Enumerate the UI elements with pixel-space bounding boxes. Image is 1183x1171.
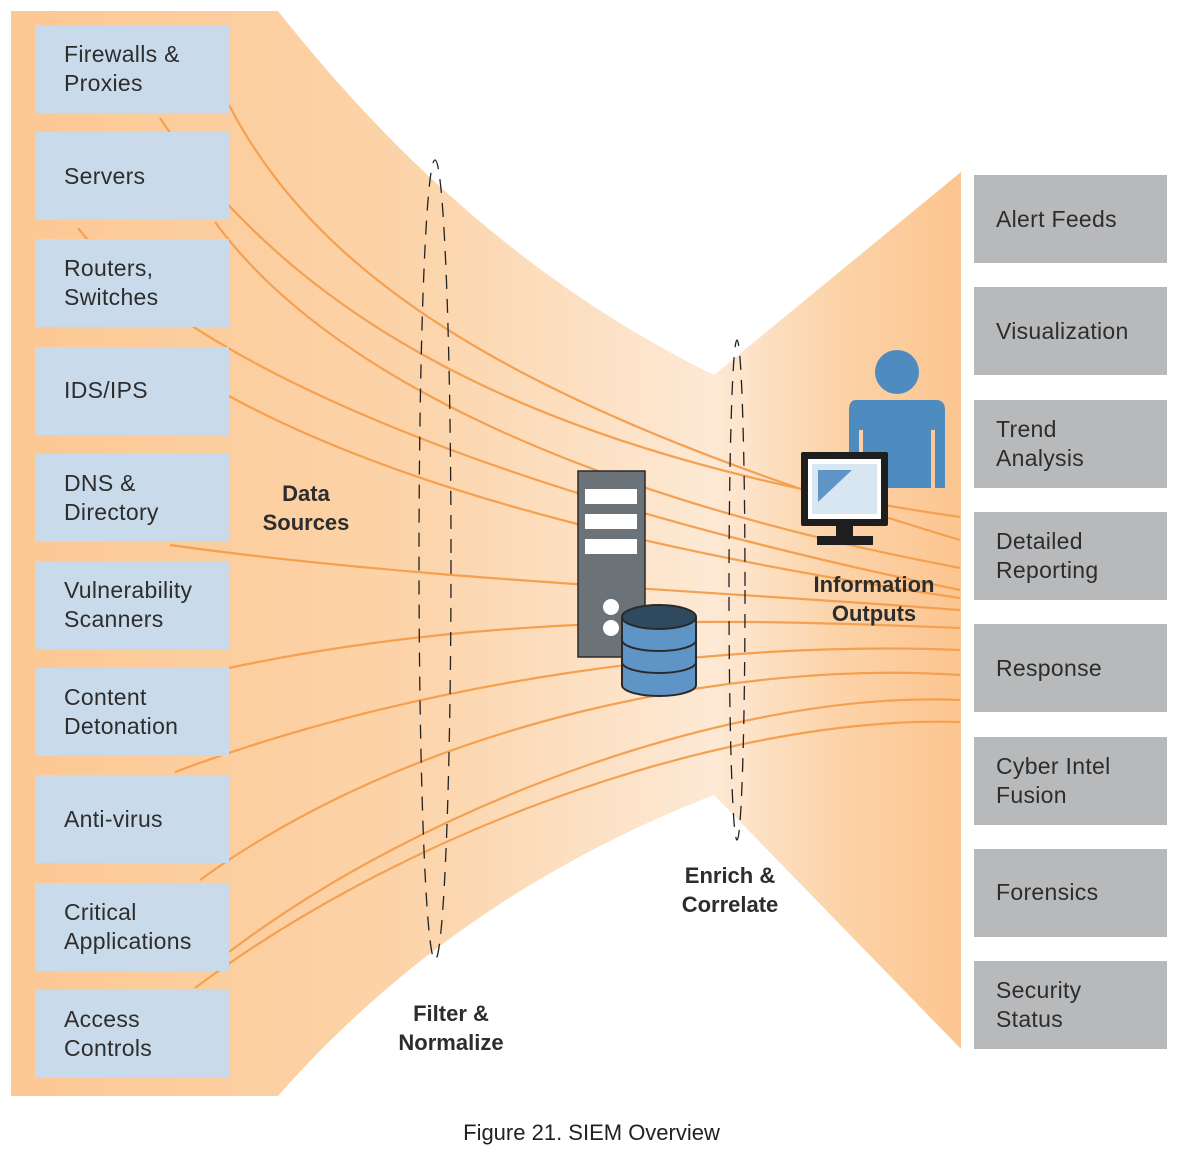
source-box-label: Vulnerability: [64, 577, 193, 603]
output-box-visualization: Visualization: [974, 287, 1167, 376]
output-box-forensics: Forensics: [974, 848, 1167, 937]
output-box-label: Visualization: [996, 317, 1129, 344]
output-box-label: Fusion: [996, 781, 1067, 808]
output-box-label: Status: [996, 1006, 1064, 1033]
flow-line: [228, 104, 961, 542]
output-box-label: Cyber Intel: [996, 752, 1111, 779]
information-outputs-label: Information Outputs: [813, 572, 935, 626]
enrich-correlate-ellipse: [728, 339, 746, 841]
source-box-label: Content: [64, 684, 147, 711]
output-box-label: Detailed: [996, 527, 1083, 554]
source-box-label: Directory: [64, 498, 159, 525]
source-box-label: Servers: [64, 162, 146, 189]
flow-line: [199, 671, 961, 881]
flow-line: [228, 395, 961, 600]
source-box-label: Proxies: [64, 70, 143, 96]
output-box-response: Response: [974, 624, 1167, 713]
output-box-alert-feeds: Alert Feeds: [974, 175, 1167, 263]
source-box-label: Applications: [64, 927, 192, 954]
monitor-icon: [801, 452, 888, 545]
source-box-label: Scanners: [64, 606, 164, 632]
data-sources-label: Data Sources: [262, 481, 350, 535]
source-box-servers: Servers: [35, 132, 229, 221]
output-box-label: Analysis: [996, 444, 1085, 471]
source-box-label: Controls: [64, 1034, 153, 1061]
source-box-label: Critical: [64, 898, 137, 925]
flow-line: [194, 720, 961, 989]
flow-line: [174, 647, 961, 774]
source-box-routers-switches: Routers,Switches: [35, 239, 229, 328]
flow-line: [169, 543, 961, 612]
source-box-label: Detonation: [64, 713, 179, 740]
filter-normalize-label: Filter & Normalize: [398, 1001, 504, 1055]
output-box-label: Alert Feeds: [996, 205, 1117, 232]
flow-line: [214, 221, 961, 570]
source-box-ids-ips: IDS/IPS: [35, 346, 229, 435]
source-box-dns-directory: DNS &Directory: [35, 453, 229, 542]
source-box-anti-virus: Anti-virus: [35, 775, 229, 864]
source-box-label: Anti-virus: [64, 805, 163, 832]
output-box-label: Forensics: [996, 879, 1099, 906]
output-box-label: Reporting: [996, 556, 1099, 583]
figure-caption: Figure 21. SIEM Overview: [463, 1120, 720, 1145]
output-box-label: Response: [996, 654, 1102, 681]
source-box-label: IDS/IPS: [64, 377, 148, 404]
source-box-label: DNS &: [64, 469, 136, 496]
source-box-label: Routers,: [64, 255, 154, 282]
enrich-correlate-label: Enrich & Correlate: [681, 863, 779, 917]
output-box-label: Trend: [996, 415, 1057, 442]
source-box-firewalls-proxies: Firewalls & Proxies: [35, 25, 229, 113]
server-icon: [577, 470, 646, 658]
source-box-label: Firewalls &: [64, 41, 180, 67]
output-box-label: Security: [996, 977, 1082, 1004]
filter-normalize-ellipse: [418, 159, 452, 961]
database-icon: [621, 604, 697, 697]
flow-line: [228, 698, 961, 953]
source-box-label: Access: [64, 1005, 140, 1032]
flow-lines: [77, 104, 961, 989]
source-box-label: Switches: [64, 284, 159, 311]
